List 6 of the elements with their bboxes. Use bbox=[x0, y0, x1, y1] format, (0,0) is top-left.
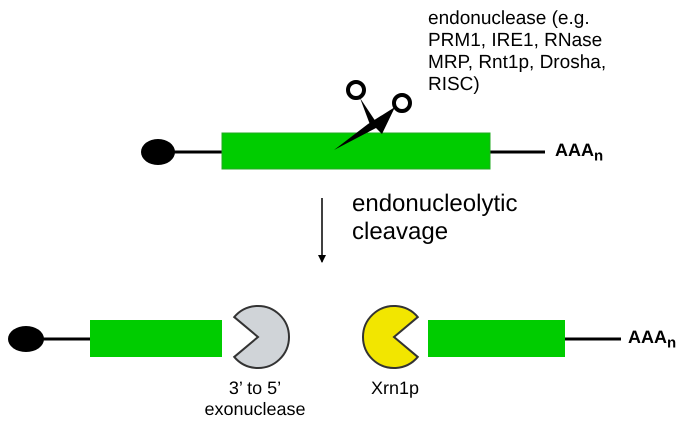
poly-a-tail-label: AAA$_{n}$ bbox=[628, 327, 678, 352]
enzyme-label: Xrn1p bbox=[370, 378, 420, 399]
enzyme-label: endonuclease (e.g. PRM1, IRE1, RNase MRP, Rnt1p, Drosha, RISC) bbox=[428, 8, 608, 96]
poly-a-tail-label: AAA$_{n}$ bbox=[555, 140, 604, 165]
step-label: endonucleolytic cleavage bbox=[352, 190, 518, 246]
enzyme-label: 3’ to 5’ exonuclease bbox=[203, 378, 307, 420]
